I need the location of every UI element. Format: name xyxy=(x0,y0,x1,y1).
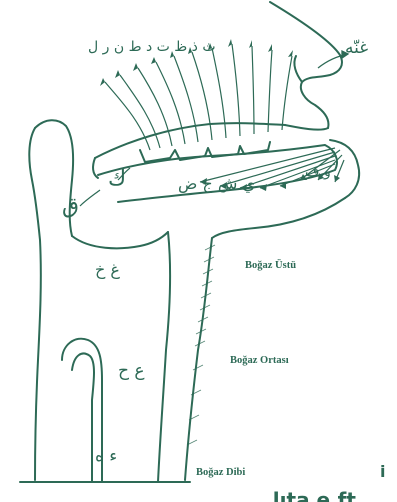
middle-throat-label: Boğaz Ortası xyxy=(230,355,289,366)
tongue-letters-row: ي ش ج ض xyxy=(178,176,255,192)
nostril-curve xyxy=(294,56,302,82)
ghain-kha-letters: غ خ xyxy=(95,262,120,278)
pharynx-right xyxy=(158,232,170,482)
face-profile-outline xyxy=(270,2,342,128)
trachea-right xyxy=(72,354,94,482)
chin-jaw xyxy=(212,198,345,238)
nasal-letter-label: غنّه xyxy=(345,40,368,57)
pharynx-wall xyxy=(72,232,168,248)
lip-letters: و ف xyxy=(305,165,331,179)
kaf-letter: ك xyxy=(108,168,126,190)
ayn-ha-letters: ع ح xyxy=(118,363,145,380)
upper-lip xyxy=(285,125,328,130)
nasal-arrow xyxy=(318,51,348,68)
lower-throat-label: Boğaz Dibi xyxy=(196,467,245,478)
upper-throat-label: Boğaz Üstü xyxy=(245,260,296,271)
cropped-text-bottom: ...lıta e.ft xyxy=(250,488,356,502)
hamza-ha-letters: ء ه xyxy=(95,448,117,465)
upper-letters-row: ث ذ ظ ت د ط ن ر ل xyxy=(88,40,288,54)
cropped-text-right: i xyxy=(380,462,385,481)
back-of-head xyxy=(29,128,41,480)
qaf-letter: ق xyxy=(62,196,79,218)
upper-articulation-arrows xyxy=(105,44,292,150)
